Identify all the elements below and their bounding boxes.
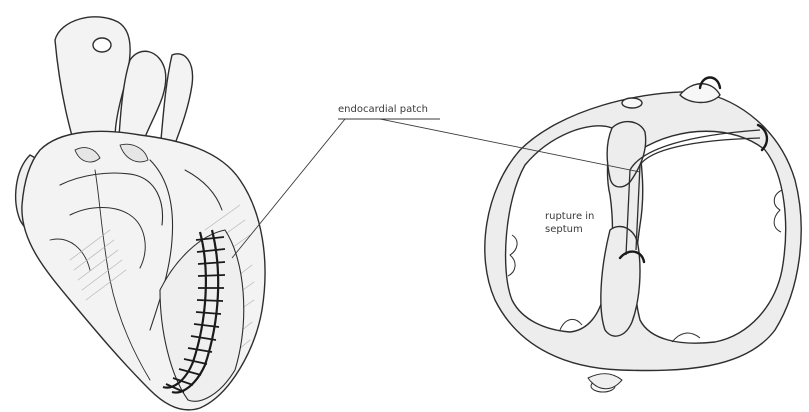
heart-exterior-drawing	[16, 17, 265, 410]
rupture-in-septum-label: rupture in septum	[545, 210, 594, 236]
leader-to-left-heart	[232, 119, 345, 258]
aorta-opening	[93, 38, 111, 52]
rupture-label-line2: septum	[545, 223, 594, 236]
endocardial-patch-label: endocardial patch	[338, 103, 428, 116]
rupture-label-line1: rupture in	[545, 210, 594, 223]
right-cavity	[635, 131, 786, 343]
